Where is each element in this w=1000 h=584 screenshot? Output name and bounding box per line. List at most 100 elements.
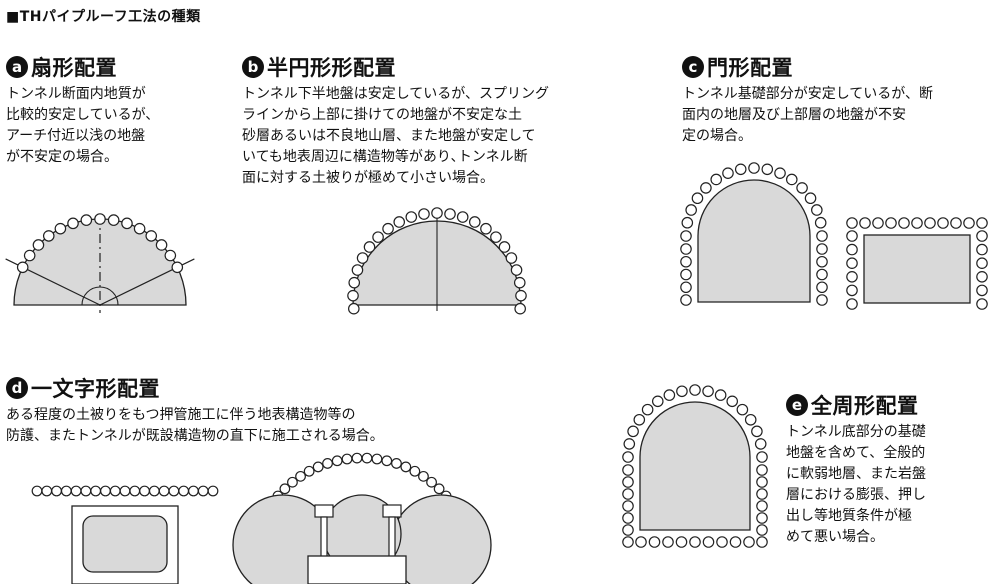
pipe-circle <box>976 243 988 256</box>
pipe-circle <box>109 485 121 497</box>
pipe-circle <box>164 249 177 262</box>
pipe-circle <box>680 268 692 281</box>
pipe-circle <box>444 208 456 220</box>
pipe-circle <box>761 163 774 176</box>
pipe-circle <box>785 173 798 186</box>
pipe-circle <box>736 403 749 416</box>
pipe-circle <box>23 249 36 262</box>
desc-line: 定の場合。 <box>682 128 752 144</box>
pipe-circle <box>295 470 306 482</box>
pipe-circle <box>924 217 936 229</box>
pipe-circle <box>148 485 160 497</box>
pipe-circle <box>898 217 910 229</box>
pipe-circle <box>351 452 363 464</box>
pipe-circle <box>796 182 808 194</box>
pipe-circle <box>622 488 634 500</box>
desc-line: トンネル底部分の基礎 <box>786 424 926 440</box>
pipe-circle <box>54 222 67 235</box>
pipe-circle <box>756 524 768 536</box>
pipe-circle <box>714 389 727 401</box>
pipe-circle <box>107 214 120 226</box>
desc-line: トンネル基礎部分が安定しているが、断 <box>682 86 934 102</box>
arched-tunnel-section <box>639 401 751 531</box>
pipe-circle <box>846 217 858 229</box>
pipe-circle <box>846 298 858 310</box>
pipe-circle <box>680 255 692 268</box>
semicircle-arrangement-diagram <box>347 207 527 315</box>
pipe-circle <box>70 485 82 497</box>
section-c-title: 門形配置 <box>707 56 793 80</box>
section-d-description: ある程度の土被りをもつ押管施工に伴う地表構造物等の 防護、またトンネルが既設構造… <box>6 405 384 447</box>
section-d-header: d 一文字形配置 <box>6 373 160 403</box>
section-b-description: トンネル下半地盤は安定しているが、スプリング ラインから上部に掛けての地盤が不安… <box>242 84 549 189</box>
pipe-circle <box>372 231 384 243</box>
pipe-circle <box>662 536 674 548</box>
section-c-description: トンネル基礎部分が安定しているが、断 面内の地層及び上部層の地盤が不安 定の場合… <box>682 84 1000 147</box>
pipe-circle <box>622 464 634 476</box>
section-a-title: 扇形配置 <box>31 56 117 80</box>
pipe-circle <box>756 451 768 463</box>
pipe-circle <box>846 270 858 283</box>
pipe-circle <box>303 465 315 477</box>
pipe-circle <box>80 485 92 497</box>
pipe-circle <box>846 257 858 269</box>
pipe-circle <box>816 294 828 306</box>
pipe-circle <box>433 483 445 495</box>
pipe-circle <box>622 512 634 524</box>
desc-line: に軟弱地層、また岩盤 <box>786 466 926 482</box>
pipe-circle <box>702 385 714 398</box>
pipe-circle <box>675 536 688 548</box>
pipe-circle <box>846 230 858 242</box>
pipe-circle <box>456 211 469 223</box>
pipe-circle <box>756 500 768 512</box>
pipe-circle <box>963 217 975 229</box>
pipe-circle <box>814 216 827 229</box>
pipe-circle <box>341 453 353 465</box>
pipe-circle <box>622 536 634 548</box>
pipe-circle <box>158 485 170 497</box>
pipe-circle <box>279 483 291 495</box>
pipe-circle <box>622 451 634 463</box>
arched-tunnel-section <box>697 179 811 303</box>
desc-line: めて悪い場合。 <box>786 529 884 545</box>
pipe-circle <box>756 476 768 488</box>
pipe-circle <box>700 182 712 194</box>
pipe-circle <box>754 438 767 450</box>
pipe-circle <box>722 167 734 179</box>
pipe-circle <box>622 500 634 512</box>
pipe-circle <box>32 239 45 251</box>
pipe-circle <box>681 216 694 229</box>
badge-a: a <box>6 56 28 78</box>
pipe-circle <box>133 222 146 235</box>
pipe-circle <box>756 464 768 476</box>
section-a-header: a 扇形配置 <box>6 52 117 82</box>
pipe-circle <box>702 536 715 548</box>
pipe-circle <box>816 255 828 268</box>
pipe-circle <box>510 264 523 276</box>
pipe-circle <box>846 284 858 297</box>
pipe-circle <box>756 512 768 524</box>
pipe-circle <box>391 458 402 469</box>
desc-line: 砂層あるいは不良地山層、また地盤が安定して <box>242 128 536 144</box>
pipe-circle <box>155 239 168 251</box>
pipe-circle <box>976 230 988 242</box>
pipe-circle <box>743 536 755 548</box>
desc-line: アーチ付近以浅の地盤 <box>6 128 146 144</box>
pipe-circle <box>846 243 858 256</box>
pipe-circle <box>663 389 676 401</box>
pipe-circle <box>129 485 141 497</box>
pipe-circle <box>816 243 828 255</box>
pipe-circle <box>356 252 369 264</box>
pipe-circle <box>648 536 661 548</box>
base-slab <box>307 555 407 584</box>
pipe-circle <box>911 217 923 229</box>
pipe-circle <box>348 276 361 289</box>
pipe-circle <box>976 257 988 269</box>
pipe-circle <box>418 470 429 482</box>
pipe-circle <box>480 222 492 235</box>
pipe-circle <box>622 476 634 488</box>
pipe-circle <box>418 208 430 220</box>
pipe-circle <box>816 230 828 242</box>
pipe-circle <box>94 213 106 225</box>
